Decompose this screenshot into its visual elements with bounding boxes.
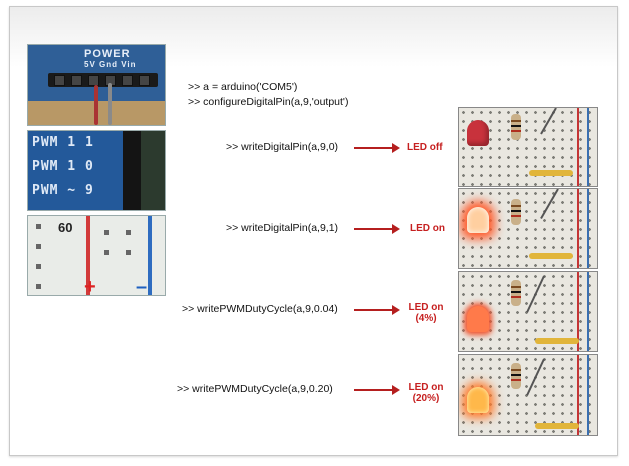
- resistor-icon: [511, 280, 521, 306]
- arrow-icon: [354, 305, 400, 315]
- header-pin: [88, 75, 99, 86]
- status-percent: (20%): [412, 393, 440, 404]
- arrow-icon: [354, 224, 400, 234]
- blue-rail: [587, 189, 589, 268]
- command-pwm-004: >> writePWMDutyCycle(a,9,0.04): [182, 303, 338, 315]
- minus-sign: –: [136, 276, 148, 296]
- jumper-wire: [535, 423, 579, 429]
- header-pin: [139, 75, 150, 86]
- status-led-off: LED off: [407, 142, 443, 153]
- header-pin: [54, 75, 65, 86]
- breadboard-photo-led-on: [458, 188, 598, 269]
- plus-sign: +: [84, 276, 96, 296]
- power-pins-label: 5V Gnd Vin: [84, 60, 137, 69]
- hole: [104, 230, 109, 235]
- breadboard-rail-photo: 60 + –: [27, 215, 166, 296]
- board-edge: [141, 131, 165, 210]
- pin-header: [123, 131, 141, 210]
- wire: [540, 189, 559, 219]
- wire: [526, 275, 545, 313]
- power-label: POWER: [84, 48, 131, 60]
- breadboard-photo-led-off: [458, 107, 598, 187]
- row-number: 60: [58, 220, 73, 235]
- arrow-icon: [354, 143, 400, 153]
- header-pin: [71, 75, 82, 86]
- arrow-icon: [354, 385, 400, 395]
- command-write-digital-0: >> writeDigitalPin(a,9,0): [226, 141, 339, 153]
- red-rail: [577, 355, 579, 435]
- pwm-label: PWM 1 0: [32, 159, 94, 174]
- jumper-wire: [529, 253, 573, 259]
- hole: [36, 284, 41, 289]
- wire: [108, 83, 112, 125]
- hole: [36, 264, 41, 269]
- command-write-digital-1: >> writeDigitalPin(a,9,1): [226, 222, 339, 234]
- wire: [526, 358, 545, 396]
- blue-rail: [587, 355, 589, 435]
- breadboard-photo-led-4pct: [458, 271, 598, 352]
- status-line: LED on: [408, 302, 444, 313]
- blue-rail: [148, 216, 152, 295]
- breadboard-photo-led-20pct: [458, 354, 598, 436]
- jumper-wire: [529, 170, 573, 176]
- hole: [36, 224, 41, 229]
- red-rail: [577, 108, 579, 186]
- led-icon: [467, 207, 489, 233]
- arduino-power-header-photo: POWER 5V Gnd Vin: [27, 44, 166, 126]
- resistor-icon: [511, 114, 521, 140]
- blue-rail: [587, 272, 589, 351]
- status-line: LED on: [408, 382, 444, 393]
- red-rail: [86, 216, 90, 295]
- resistor-icon: [511, 199, 521, 225]
- arduino-pwm-pins-photo: PWM 1 1 PWM 1 0 PWM ~ 9: [27, 130, 166, 211]
- status-percent: (4%): [415, 313, 437, 324]
- red-rail: [577, 189, 579, 268]
- led-icon: [467, 387, 489, 413]
- status-led-pwm-4: LED on (4%): [406, 302, 446, 324]
- resistor-icon: [511, 363, 521, 389]
- wire: [540, 108, 557, 135]
- red-rail: [577, 272, 579, 351]
- led-icon: [467, 306, 489, 332]
- code-line-arduino: >> a = arduino('COM5'): [188, 81, 298, 93]
- header-pin: [122, 75, 133, 86]
- hole: [104, 250, 109, 255]
- status-led-on: LED on: [410, 223, 445, 234]
- hole: [36, 244, 41, 249]
- status-led-pwm-20: LED on (20%): [406, 382, 446, 404]
- led-icon: [467, 120, 489, 146]
- pwm-label: PWM ~ 9: [32, 183, 94, 198]
- hole: [126, 250, 131, 255]
- code-line-configure: >> configureDigitalPin(a,9,'output'): [188, 96, 349, 108]
- command-pwm-020: >> writePWMDutyCycle(a,9,0.20): [177, 383, 333, 395]
- wire: [94, 85, 98, 125]
- pwm-label: PWM 1 1: [32, 135, 94, 150]
- hole: [126, 230, 131, 235]
- jumper-wire: [535, 338, 579, 344]
- blue-rail: [587, 108, 589, 186]
